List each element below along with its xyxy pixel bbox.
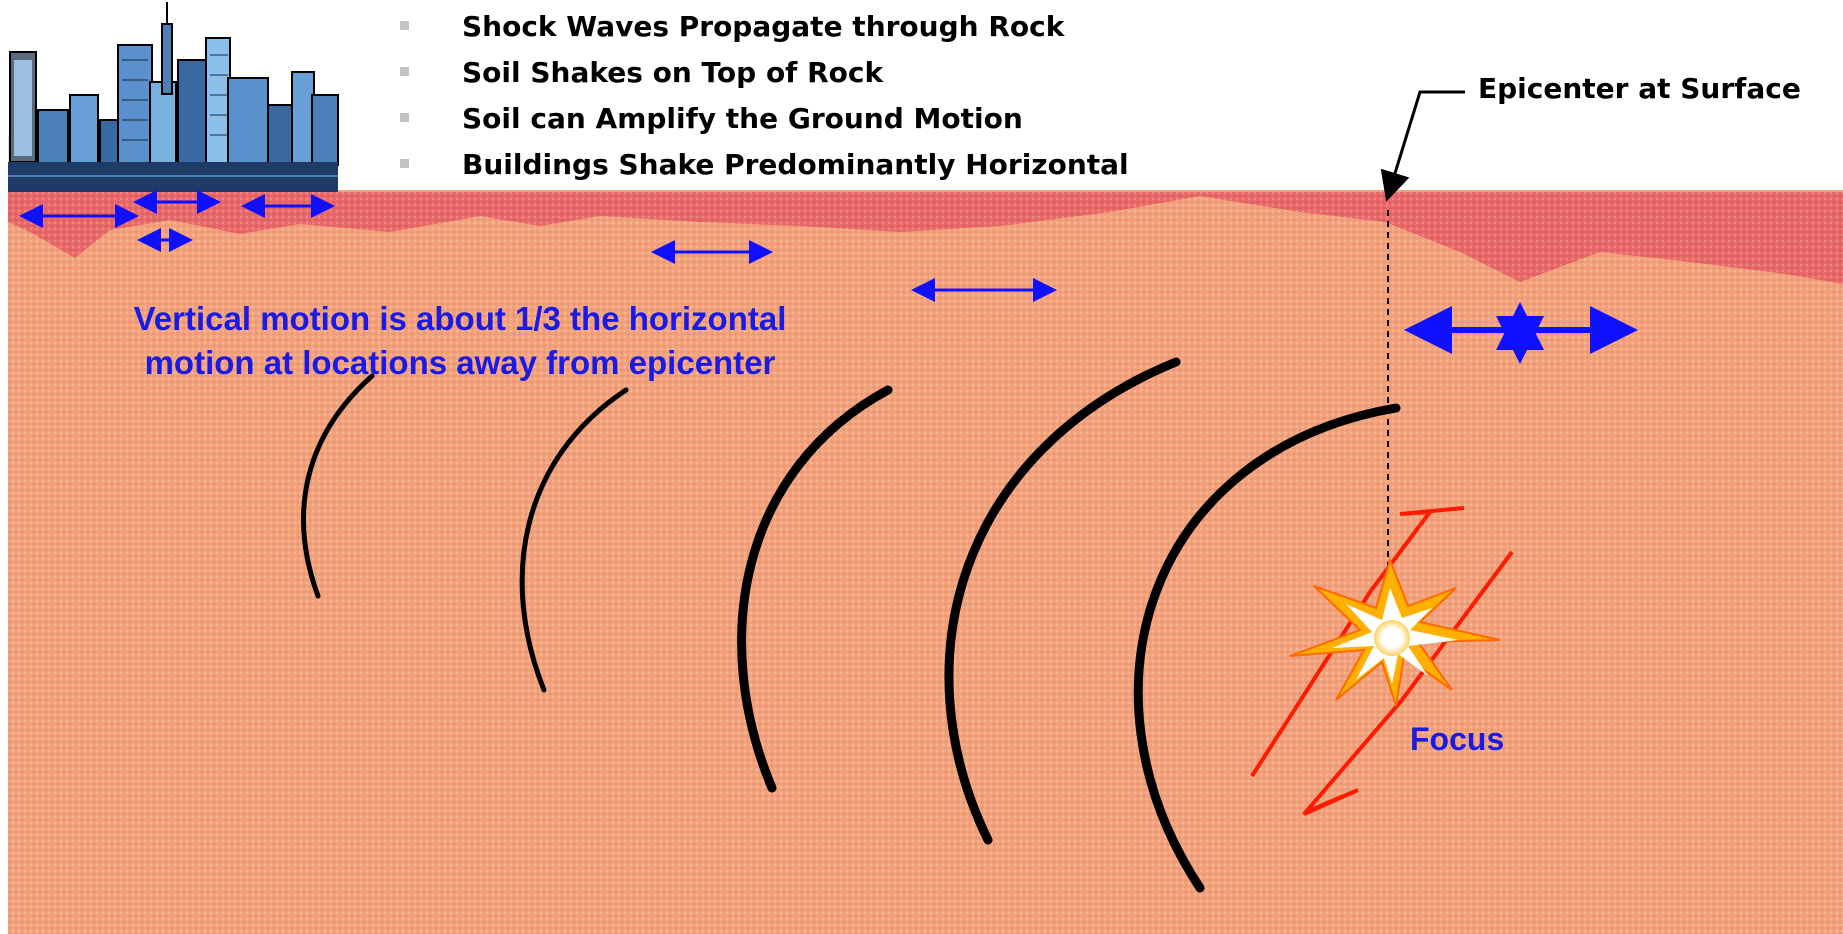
- wave-front: [519, 387, 629, 693]
- wave-front: [944, 357, 1181, 845]
- bullet-item: Soil can Amplify the Ground Motion: [400, 96, 1129, 142]
- horizontal-motion-arrows: [19, 190, 1057, 302]
- bullet-text: Soil can Amplify the Ground Motion: [462, 102, 1023, 135]
- wave-front: [1133, 403, 1401, 893]
- square-bullet-icon: [400, 113, 409, 122]
- bullet-item: Buildings Shake Predominantly Horizontal: [400, 142, 1129, 188]
- bullet-item: Shock Waves Propagate through Rock: [400, 4, 1129, 50]
- wave-front: [301, 373, 375, 599]
- bullet-text: Buildings Shake Predominantly Horizontal: [462, 148, 1129, 181]
- bullet-text: Shock Waves Propagate through Rock: [462, 10, 1065, 43]
- epicenter-pointer-arrow: [1380, 90, 1465, 202]
- wave-front: [737, 385, 893, 793]
- wave-fronts: [301, 357, 1401, 893]
- epicenter-motion-arrows: [1404, 302, 1638, 364]
- epicenter-label: Epicenter at Surface: [1478, 72, 1801, 105]
- square-bullet-icon: [400, 67, 409, 76]
- explosion-burst-icon: [1289, 556, 1501, 707]
- square-bullet-icon: [400, 159, 409, 168]
- city-skyline-icon: [8, 2, 339, 192]
- vertical-motion-note-line1: Vertical motion is about 1/3 the horizon…: [134, 300, 787, 337]
- soil-layer: [8, 192, 1843, 284]
- square-bullet-icon: [400, 21, 409, 30]
- focus-label: Focus: [1410, 721, 1504, 757]
- bullet-list: Shock Waves Propagate through Rock Soil …: [400, 4, 1129, 188]
- bullet-item: Soil Shakes on Top of Rock: [400, 50, 1129, 96]
- bullet-text: Soil Shakes on Top of Rock: [462, 56, 884, 89]
- vertical-motion-note-line2: motion at locations away from epicenter: [145, 344, 776, 381]
